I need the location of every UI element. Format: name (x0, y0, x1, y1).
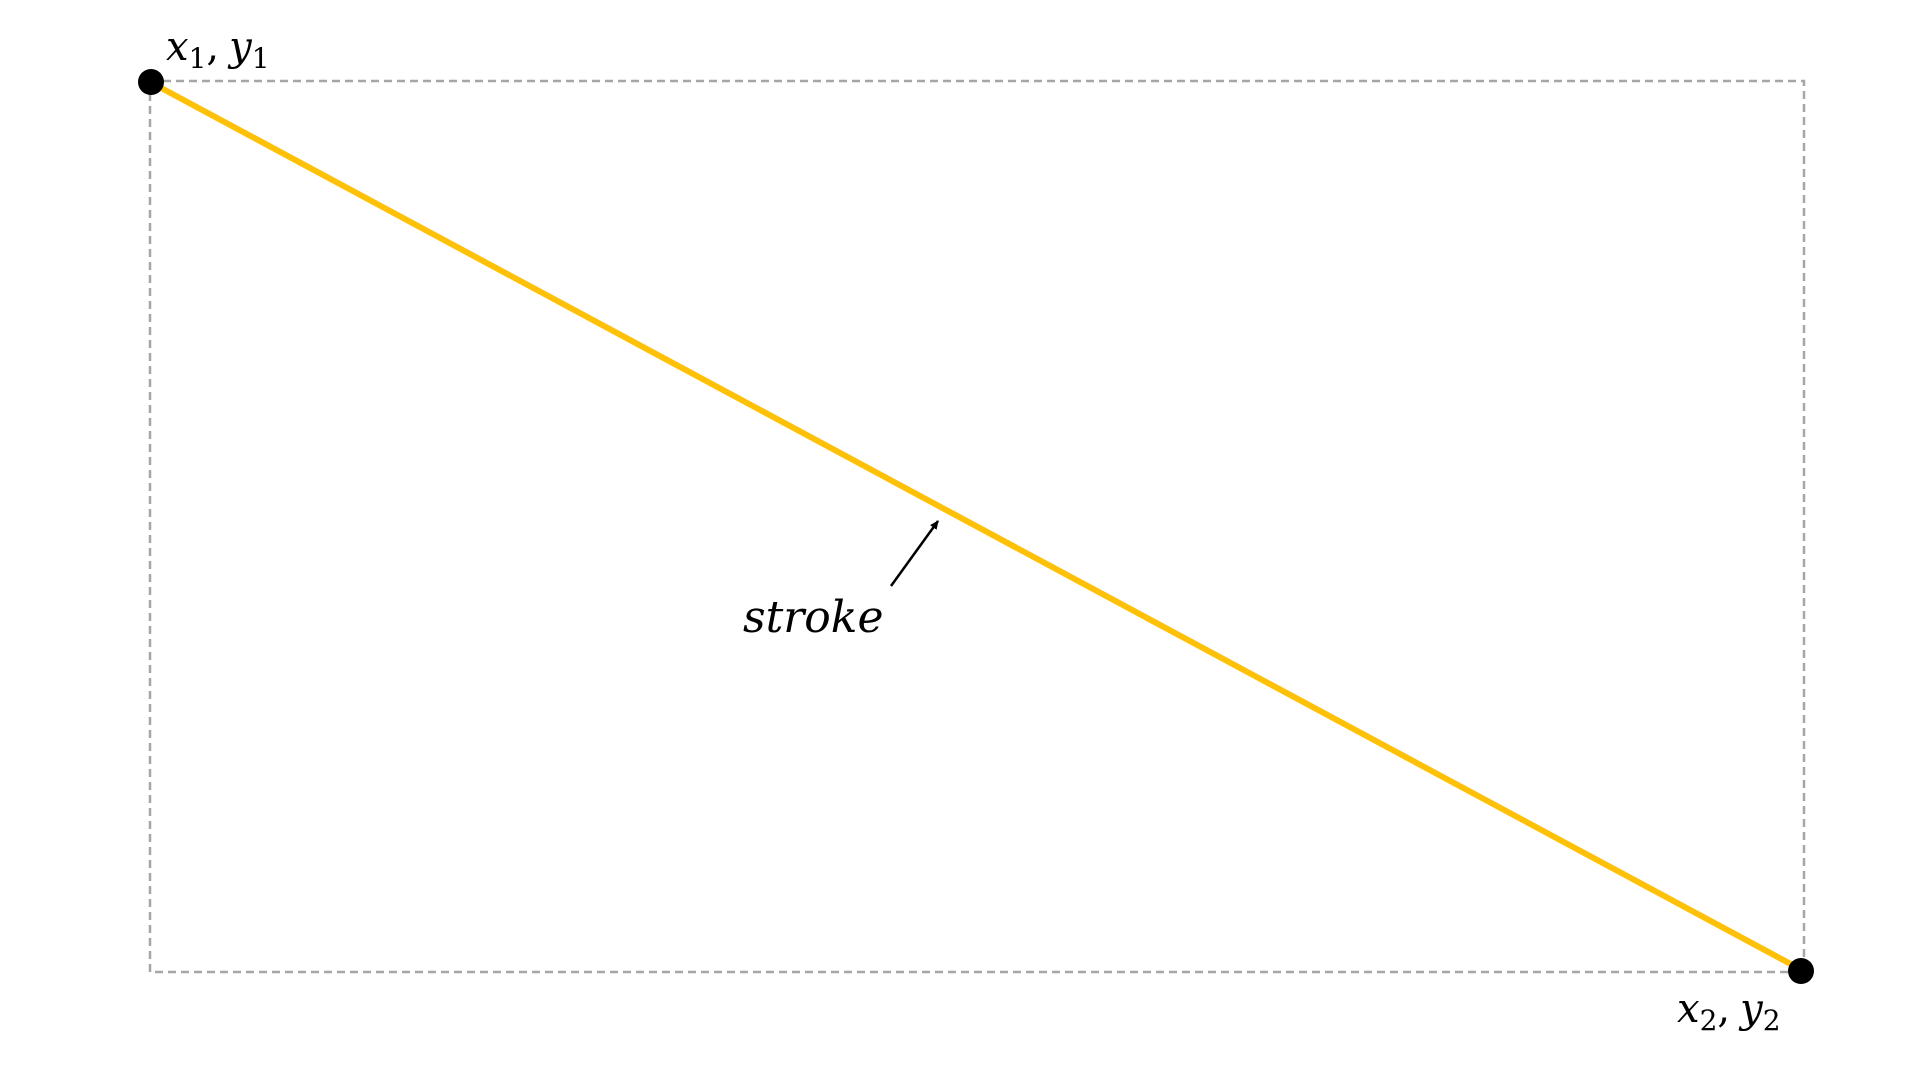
start-point-label: x1,y1 (166, 24, 270, 75)
end-point-marker (1788, 958, 1814, 984)
end-y-subscript: 2 (1763, 1004, 1781, 1037)
start-y-subscript: 1 (252, 42, 270, 75)
start-point-marker (138, 69, 164, 95)
end-x-subscript: 2 (1700, 1004, 1718, 1037)
start-y-symbol: y (227, 24, 253, 70)
stroke-line (149, 80, 1803, 972)
bounding-box (148, 79, 1806, 974)
start-x-subscript: 1 (189, 42, 207, 75)
stroke-label: stroke (743, 592, 884, 643)
start-separator: , (206, 24, 219, 70)
stroke-annotation-arrow (889, 520, 940, 587)
end-separator: , (1717, 986, 1730, 1032)
start-x-symbol: x (166, 24, 189, 70)
end-point-label: x2,y2 (1677, 986, 1781, 1037)
end-y-symbol: y (1738, 986, 1764, 1032)
end-x-symbol: x (1677, 986, 1700, 1032)
